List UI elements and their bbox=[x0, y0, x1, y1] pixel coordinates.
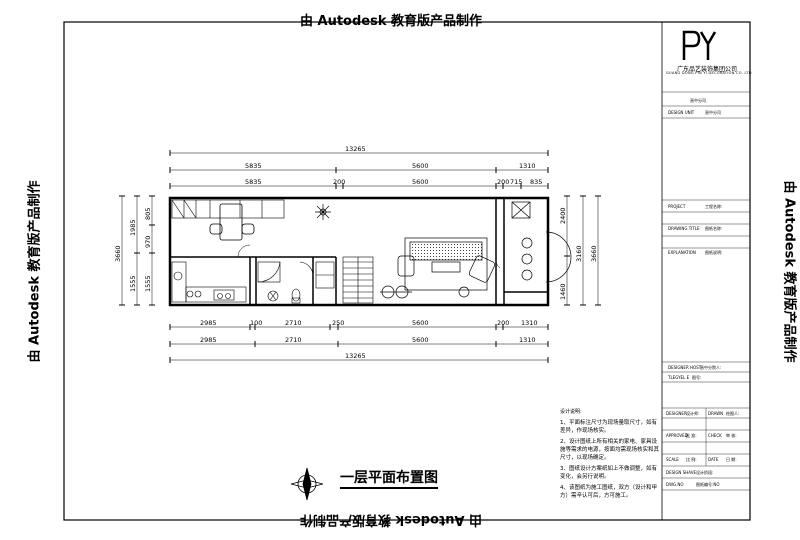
tb-row-drawing-title-label: DRAWING TITLE bbox=[668, 226, 700, 231]
tb-row-design-unit-label: DESIGN UNIT bbox=[668, 110, 695, 115]
tb-row-designer-host-label: DESIGNER HOST bbox=[668, 365, 702, 370]
tb-row-project-value: 工程名称: bbox=[705, 203, 722, 209]
dim-top3-f: 835 bbox=[530, 178, 542, 186]
tb-row-explanation-label: EXPLANATION bbox=[668, 250, 696, 255]
dim-top2-b: 5600 bbox=[412, 162, 429, 170]
living-room bbox=[380, 237, 496, 299]
tb-grid-approved-value: 批 准: bbox=[686, 432, 697, 438]
dim-left-inner-a: 805 bbox=[144, 208, 152, 220]
design-notes: 设计说明: 1、平面标注尺寸为现场量取尺寸，如有差异，作现场核实。 2、设计图纸… bbox=[560, 408, 660, 503]
dim-bot1-f: 200 bbox=[497, 319, 509, 327]
tb-row-tle-label: TLEGYEL E bbox=[667, 375, 690, 380]
dim-top3-d: 200 bbox=[497, 178, 509, 186]
dim-left-mid-b: 1555 bbox=[129, 275, 137, 292]
title-block-lines bbox=[662, 91, 750, 491]
tb-grid-scale-value: 比 例: bbox=[686, 456, 697, 462]
dim-top-total: 13265 bbox=[345, 145, 366, 153]
dim-top2-a: 5835 bbox=[245, 162, 262, 170]
dim-left-inner-c: 1555 bbox=[144, 275, 152, 292]
tb-row-designer-host-value: 晋中分院人: bbox=[700, 364, 721, 370]
company-name-en: GUANG DONG PIN YI DECORATION CO. LTD bbox=[666, 71, 752, 75]
plan-title: 一层平面布置图 bbox=[340, 470, 438, 489]
notes-item-3: 3、图纸设计方案纸如上不做调整，如有变化，会另行说明。 bbox=[560, 466, 658, 480]
dim-right-mid: 3160 bbox=[575, 245, 583, 262]
walls bbox=[168, 196, 550, 307]
tb-row-project-label: PROJECT bbox=[668, 204, 686, 209]
staircase bbox=[342, 256, 374, 304]
dim-bot2-a: 2985 bbox=[200, 336, 217, 344]
kitchen-counter bbox=[171, 199, 285, 219]
dim-bot1-c: 2710 bbox=[285, 319, 302, 327]
dimension-ticks bbox=[119, 150, 601, 363]
dim-bot1-a: 2985 bbox=[200, 319, 217, 327]
tb-grid-date-value: 日 期: bbox=[726, 456, 737, 462]
tb-grid-design-stage-label: DESIGN SHAVE bbox=[666, 470, 696, 475]
right-room bbox=[511, 201, 572, 283]
tb-row-explanation-value: 图纸说明: bbox=[705, 249, 722, 255]
dim-bot1-e: 5600 bbox=[412, 319, 429, 327]
tb-grid-design-stage-value: 设计阶段: bbox=[696, 469, 713, 475]
lower-kitchen bbox=[171, 261, 247, 303]
tb-grid-date-label: DATE bbox=[708, 457, 719, 462]
tb-grid-designer-label: DESIGNER bbox=[666, 411, 687, 416]
notes-heading: 设计说明: bbox=[560, 409, 582, 415]
outer-wall bbox=[168, 196, 550, 307]
dim-left-outer: 3660 bbox=[114, 245, 122, 262]
interior-walls bbox=[170, 198, 548, 305]
notes-item-2: 2、设计图纸上所有相关的家电、家具设施等需求的电源，按面均需现场核实和其尺寸，以… bbox=[560, 439, 660, 461]
tb-row-tle-value: 图号: bbox=[692, 374, 701, 380]
dim-top3-b: 200 bbox=[333, 178, 345, 186]
dimension-texts: 13265 5835 5600 1310 5835 200 5600 200 7… bbox=[114, 145, 598, 360]
dim-bot1-g: 1310 bbox=[521, 319, 538, 327]
dining-table bbox=[209, 203, 255, 241]
dim-left-inner-b: 970 bbox=[144, 236, 152, 248]
tb-grid-drawn-value: 绘图人: bbox=[726, 410, 739, 416]
dim-top3-e: 715 bbox=[510, 178, 522, 186]
dim-top3-c: 5600 bbox=[412, 178, 429, 186]
dim-right-outer: 3660 bbox=[590, 245, 598, 262]
tb-grid-check-value: 审 核: bbox=[726, 432, 737, 438]
tb-grid-dwgno-value: 图纸编号:NO bbox=[696, 481, 720, 487]
dim-bot2-c: 5600 bbox=[412, 336, 429, 344]
dim-bot1-d: 250 bbox=[332, 319, 344, 327]
notes-item-4: 4、该图纸为施工图纸，双方（设计和甲方）需辛认可后，方可施工。 bbox=[560, 485, 658, 499]
dim-bot-total: 13265 bbox=[345, 352, 366, 360]
dim-top3-a: 5835 bbox=[245, 178, 262, 186]
tb-row-design-unit-value: 晋中分司 bbox=[705, 109, 721, 115]
dim-left-mid-a: 1985 bbox=[129, 219, 137, 236]
dimension-lines bbox=[121, 152, 599, 361]
tb-grid-designer-value: 设计师: bbox=[686, 410, 699, 416]
tb-grid-drawn-label: DRAWN bbox=[708, 411, 723, 416]
tb-grid-check-label: CHECK bbox=[708, 433, 722, 438]
title-block-text: DESIGN UNIT 晋中分司 晋中分司 PROJECT 工程名称: DRAW… bbox=[666, 97, 739, 487]
tb-grid-dwgno-label: DWG.NO bbox=[666, 482, 684, 487]
bathroom bbox=[257, 261, 335, 304]
dim-top2-c: 1310 bbox=[519, 162, 536, 170]
company-logo bbox=[682, 30, 717, 60]
dim-bot1-b: 100 bbox=[250, 319, 262, 327]
notes-item-1: 1、平面标注尺寸为现场量取尺寸，如有差异，作现场核实。 bbox=[560, 420, 658, 434]
dim-bot2-b: 2710 bbox=[285, 336, 302, 344]
sheet-border bbox=[63, 21, 751, 521]
north-arrow-icon bbox=[290, 467, 324, 501]
dim-right-inner-b: 1460 bbox=[559, 283, 567, 300]
plant-icon bbox=[315, 204, 331, 220]
tb-row-drawing-title-value: 图纸名称: bbox=[705, 225, 722, 231]
dim-bot2-d: 1310 bbox=[519, 336, 536, 344]
door-swings bbox=[237, 244, 501, 269]
tb-subsidiary: 晋中分司 bbox=[690, 97, 706, 103]
tb-grid-scale-label: SCALE bbox=[666, 457, 679, 462]
dim-right-inner-a: 2400 bbox=[559, 207, 567, 224]
company-name-cn: 广东品艺装饰集团公司 bbox=[677, 66, 738, 73]
tb-grid-approved-label: APPROVED bbox=[666, 433, 688, 438]
